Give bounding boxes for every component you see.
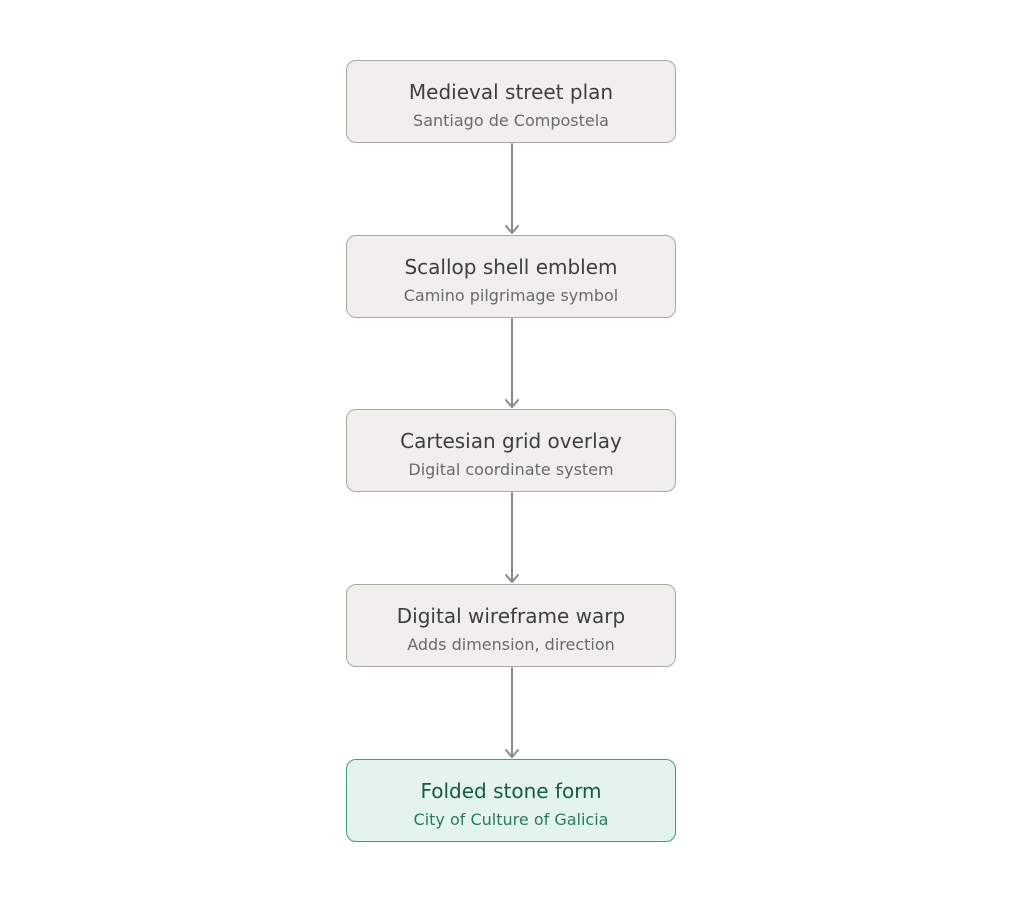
node-subtitle: Camino pilgrimage symbol <box>403 286 619 305</box>
node-title: Scallop shell emblem <box>404 255 618 279</box>
arrow-3-to-4 <box>505 492 519 583</box>
node-title: Digital wireframe warp <box>396 604 626 628</box>
arrow-1-to-2 <box>505 143 519 234</box>
arrow-4-to-5 <box>505 667 519 758</box>
arrow-2-to-3 <box>505 318 519 408</box>
node-cartesian-grid-overlay: Cartesian grid overlay Digital coordinat… <box>346 409 676 492</box>
node-subtitle: Santiago de Compostela <box>413 111 609 130</box>
node-digital-wireframe-warp: Digital wireframe warp Adds dimension, d… <box>346 584 676 667</box>
node-medieval-street-plan: Medieval street plan Santiago de Compost… <box>346 60 676 143</box>
node-folded-stone-form: Folded stone form City of Culture of Gal… <box>346 759 676 842</box>
node-title: Medieval street plan <box>408 80 614 104</box>
node-subtitle: Digital coordinate system <box>408 460 614 479</box>
node-subtitle: Adds dimension, direction <box>407 635 615 654</box>
node-title: Cartesian grid overlay <box>400 429 622 453</box>
node-subtitle: City of Culture of Galicia <box>413 810 609 829</box>
node-title: Folded stone form <box>420 779 602 803</box>
node-scallop-shell-emblem: Scallop shell emblem Camino pilgrimage s… <box>346 235 676 318</box>
